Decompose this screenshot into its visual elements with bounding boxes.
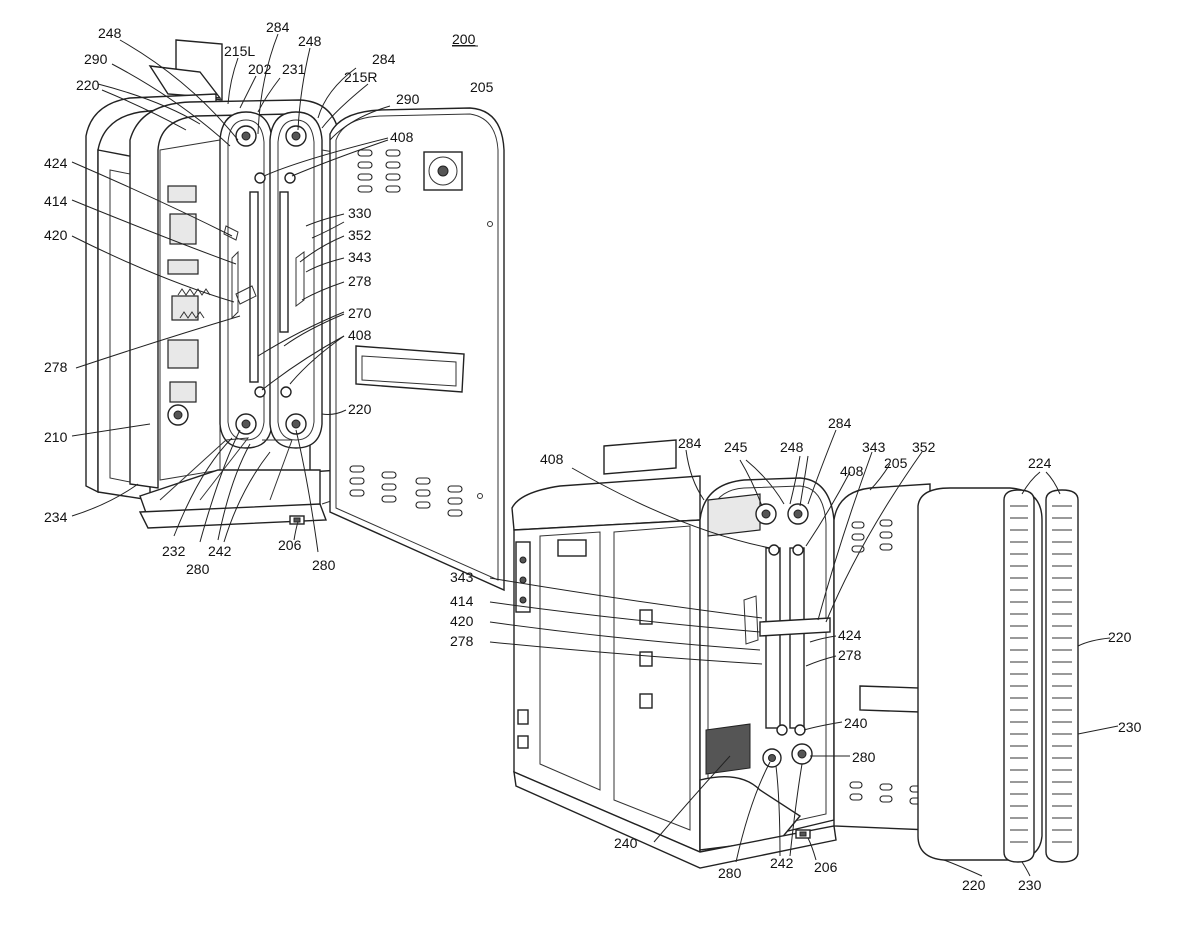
label-278-d: 278 xyxy=(838,647,862,663)
right-door xyxy=(833,483,931,831)
left-assembly xyxy=(85,39,341,529)
label-280-b: 280 xyxy=(312,557,336,573)
label-290-b: 290 xyxy=(396,91,420,107)
door-vents-bottom xyxy=(349,465,463,517)
removed-belt-left xyxy=(1003,489,1035,863)
label-408-d: 408 xyxy=(840,463,864,479)
label-220-a: 220 xyxy=(76,77,100,93)
door-vents-top xyxy=(357,149,401,193)
label-270: 270 xyxy=(348,305,372,321)
label-220-b: 220 xyxy=(348,401,372,417)
label-284-a: 284 xyxy=(266,19,290,35)
label-230-a: 230 xyxy=(1118,719,1142,735)
label-352-b: 352 xyxy=(912,439,936,455)
label-240-b: 240 xyxy=(614,835,638,851)
left-door xyxy=(329,107,505,592)
label-234: 234 xyxy=(44,509,68,525)
label-408-b: 408 xyxy=(348,327,372,343)
label-290-a: 290 xyxy=(84,51,108,67)
label-408-a: 408 xyxy=(390,129,414,145)
label-215R: 215R xyxy=(344,69,377,85)
label-206-a: 206 xyxy=(278,537,302,553)
label-408-c: 408 xyxy=(540,451,564,467)
label-352-a: 352 xyxy=(348,227,372,243)
label-343-c: 343 xyxy=(450,569,474,585)
label-242-b: 242 xyxy=(770,855,794,871)
label-284-b: 284 xyxy=(372,51,396,67)
label-205-a: 205 xyxy=(470,79,494,95)
label-220-d: 220 xyxy=(962,877,986,893)
figure-ref-label: 200 xyxy=(452,31,476,47)
label-284-d: 284 xyxy=(828,415,852,431)
label-231: 231 xyxy=(282,61,306,77)
label-420-a: 420 xyxy=(44,227,68,243)
label-278-c: 278 xyxy=(450,633,474,649)
label-343-a: 343 xyxy=(348,249,372,265)
label-206-b: 206 xyxy=(814,859,838,875)
label-230-b: 230 xyxy=(1018,877,1042,893)
label-280-d: 280 xyxy=(718,865,742,881)
label-245: 245 xyxy=(724,439,748,455)
label-424-a: 424 xyxy=(44,155,68,171)
label-424-b: 424 xyxy=(838,627,862,643)
label-343-b: 343 xyxy=(862,439,886,455)
label-224: 224 xyxy=(1028,455,1052,471)
label-215L: 215L xyxy=(224,43,255,59)
label-220-c: 220 xyxy=(1108,629,1132,645)
leader-lines xyxy=(71,33,1119,877)
label-248-a: 248 xyxy=(98,25,122,41)
label-202: 202 xyxy=(248,61,272,77)
label-210: 210 xyxy=(44,429,68,445)
reference-labels: 200 248 284 248 284 215L 202 231 215R 29… xyxy=(44,19,1142,893)
label-248-c: 248 xyxy=(780,439,804,455)
label-278-a: 278 xyxy=(348,273,372,289)
right-assembly xyxy=(511,439,837,869)
label-240-a: 240 xyxy=(844,715,868,731)
label-414-a: 414 xyxy=(44,193,68,209)
label-205-b: 205 xyxy=(884,455,908,471)
label-280-a: 280 xyxy=(186,561,210,577)
label-232: 232 xyxy=(162,543,186,559)
label-414-b: 414 xyxy=(450,593,474,609)
label-420-b: 420 xyxy=(450,613,474,629)
label-248-b: 248 xyxy=(298,33,322,49)
removed-belt-right xyxy=(1045,489,1079,863)
label-278-b: 278 xyxy=(44,359,68,375)
label-330: 330 xyxy=(348,205,372,221)
label-242-a: 242 xyxy=(208,543,232,559)
label-280-c: 280 xyxy=(852,749,876,765)
right-door-vents xyxy=(849,519,923,805)
label-284-c: 284 xyxy=(678,435,702,451)
